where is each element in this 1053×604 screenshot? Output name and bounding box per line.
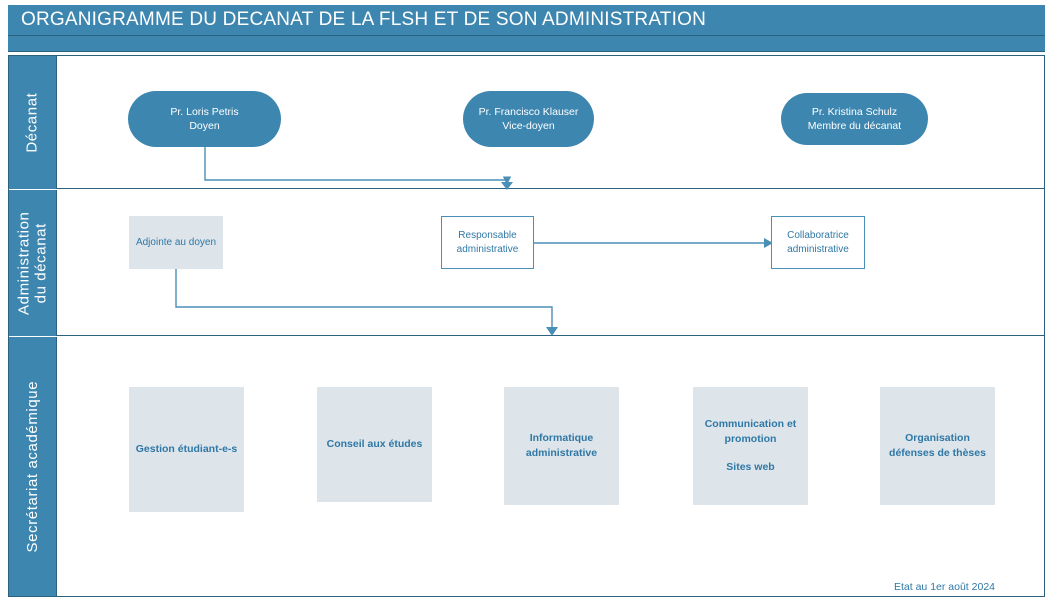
row-label-administration-text: Administration du décanat <box>15 211 50 315</box>
row-label-decanat-text: Décanat <box>23 92 41 153</box>
node-membre-decanat[interactable]: Pr. Kristina Schulz Membre du décanat <box>781 93 928 145</box>
page-title: ORGANIGRAMME DU DECANAT DE LA FLSH ET DE… <box>21 9 706 30</box>
node-communication-promotion-line1: Communication et <box>704 418 797 431</box>
node-informatique-administrative-line2: administrative <box>525 447 598 459</box>
row-label-decanat: Décanat <box>9 56 57 189</box>
node-communication-promotion[interactable]: Communication et promotion Sites web <box>693 387 808 505</box>
node-conseil-aux-etudes-line1: Conseil aux études <box>326 437 423 450</box>
row-band-decanat <box>8 55 1045 189</box>
node-vice-doyen-name: Pr. Francisco Klauser <box>478 105 579 118</box>
node-membre-decanat-role: Membre du décanat <box>807 120 902 132</box>
node-collaboratrice-administrative-line1: Collaboratrice <box>787 229 849 241</box>
node-adjointe-au-doyen-label: Adjointe au doyen <box>135 236 217 248</box>
node-doyen[interactable]: Pr. Loris Petris Doyen <box>128 91 281 147</box>
title-accent-strip <box>8 36 1045 52</box>
node-vice-doyen-role: Vice-doyen <box>502 120 555 132</box>
footer-date-note: Etat au 1er août 2024 <box>894 581 995 593</box>
node-organisation-defenses-theses-line1: Organisation <box>905 431 970 444</box>
node-doyen-name: Pr. Loris Petris <box>170 105 239 118</box>
node-responsable-administrative-line2: administrative <box>456 243 519 255</box>
title-bar: ORGANIGRAMME DU DECANAT DE LA FLSH ET DE… <box>8 5 1045 36</box>
node-informatique-administrative[interactable]: Informatique administrative <box>504 387 619 505</box>
node-responsable-administrative-line1: Responsable <box>458 229 517 241</box>
row-band-secretariat <box>8 336 1045 597</box>
node-organisation-defenses-theses[interactable]: Organisation défenses de thèses <box>880 387 995 505</box>
node-conseil-aux-etudes[interactable]: Conseil aux études <box>317 387 432 502</box>
row-label-administration: Administration du décanat <box>9 190 57 336</box>
node-doyen-role: Doyen <box>189 120 220 132</box>
node-adjointe-au-doyen[interactable]: Adjointe au doyen <box>129 216 223 269</box>
node-communication-promotion-line2: promotion <box>724 433 777 446</box>
node-collaboratrice-administrative[interactable]: Collaboratrice administrative <box>771 216 865 269</box>
node-membre-decanat-name: Pr. Kristina Schulz <box>811 105 898 118</box>
node-gestion-etudiants[interactable]: Gestion étudiant-e-s <box>129 387 244 512</box>
node-communication-promotion-line3: Sites web <box>726 460 775 473</box>
node-collaboratrice-administrative-line2: administrative <box>787 243 849 255</box>
node-vice-doyen[interactable]: Pr. Francisco Klauser Vice-doyen <box>463 91 594 147</box>
row-label-secretariat: Secrétariat académique <box>9 337 57 596</box>
row-label-secretariat-text: Secrétariat académique <box>23 380 41 553</box>
row-band-administration <box>8 189 1045 336</box>
node-informatique-administrative-line1: Informatique <box>529 431 594 444</box>
node-responsable-administrative[interactable]: Responsable administrative <box>441 216 534 269</box>
node-gestion-etudiants-line1: Gestion étudiant-e-s <box>135 442 238 455</box>
node-organisation-defenses-theses-line2: défenses de thèses <box>889 447 986 459</box>
